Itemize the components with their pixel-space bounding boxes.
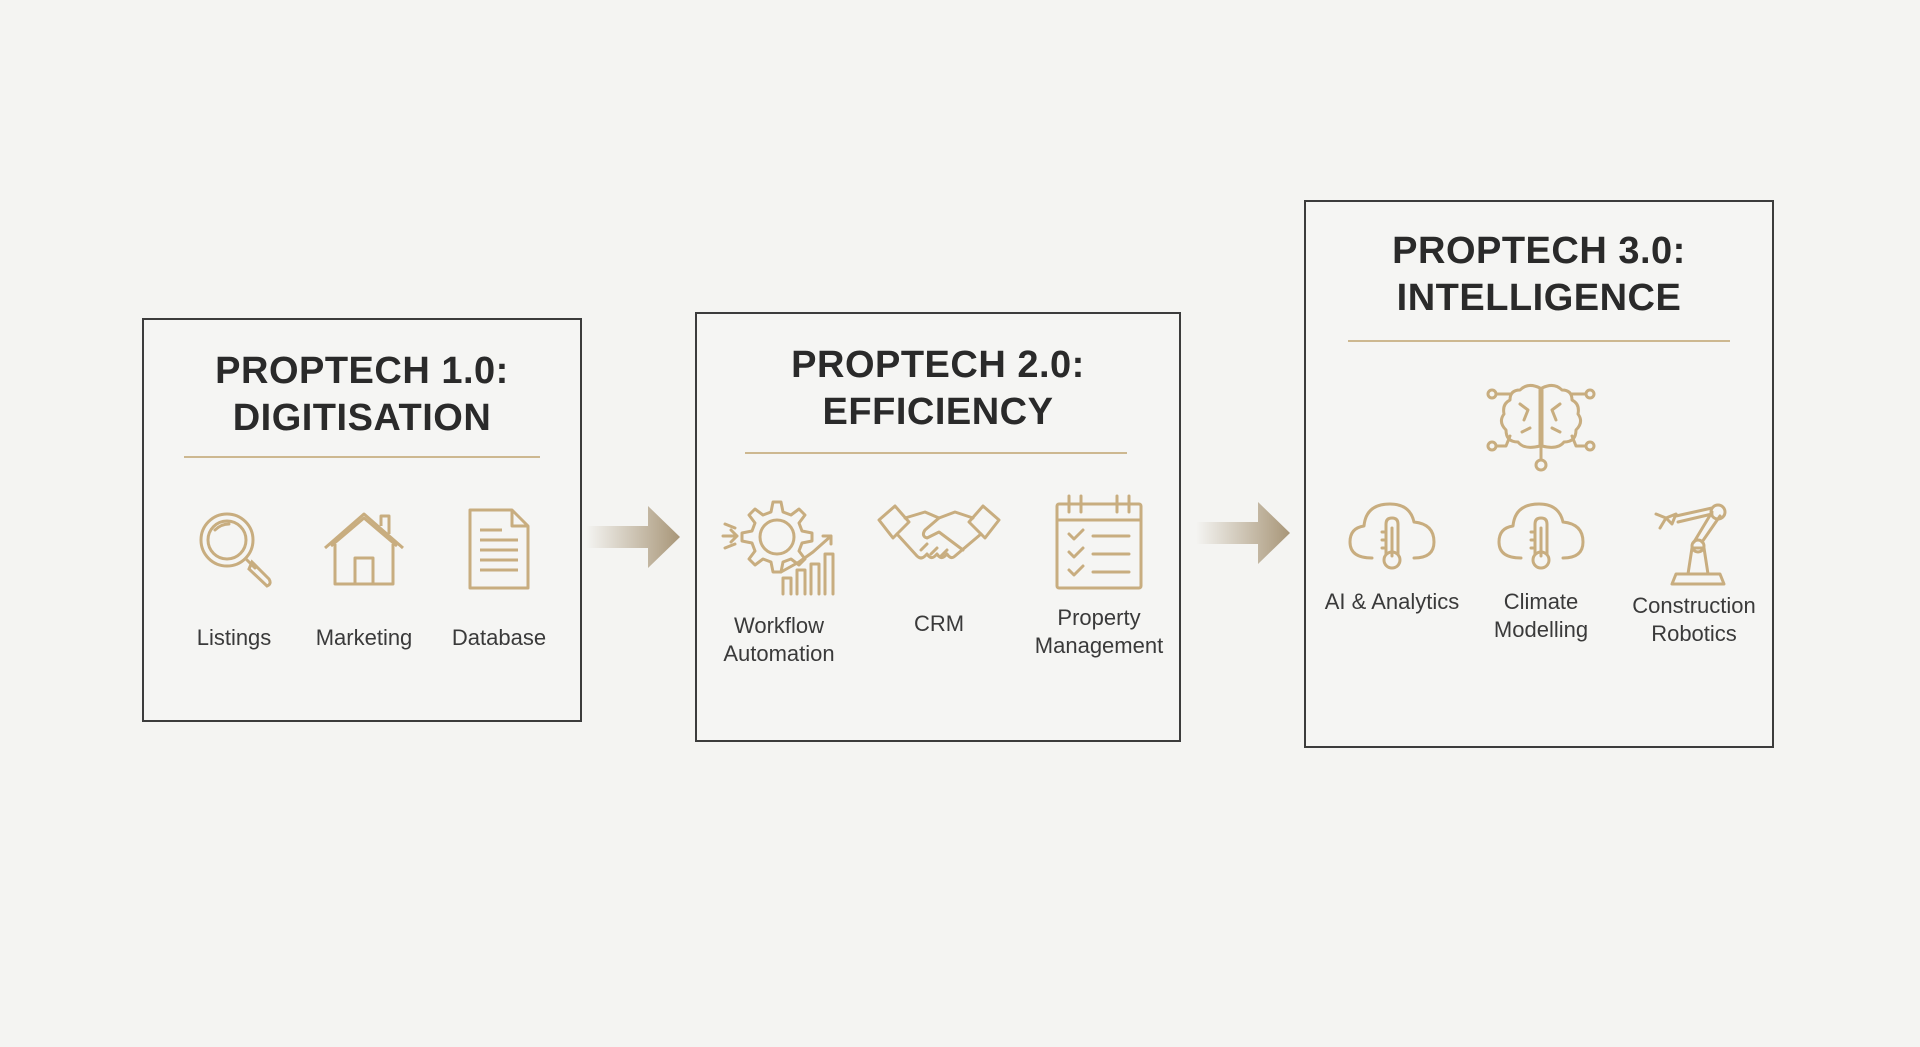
item-crm: CRM [859, 498, 1019, 638]
stage-3-title: PROPTECH 3.0: INTELLIGENCE [1306, 228, 1772, 322]
arrow-2-icon [1196, 502, 1290, 564]
stage-2-title-line1: PROPTECH 2.0: [791, 344, 1085, 386]
item-climate-modelling-label-line2: Modelling [1493, 617, 1589, 642]
item-construction-robotics: Construction Robotics [1614, 502, 1774, 648]
item-construction-robotics-label-line1: Construction [1632, 593, 1756, 618]
stage-2-title: PROPTECH 2.0: EFFICIENCY [697, 342, 1179, 436]
item-crm-label: CRM [913, 611, 965, 636]
stage-3-title-line2: INTELLIGENCE [1396, 277, 1682, 319]
stage-1-title-line1: PROPTECH 1.0: [215, 350, 509, 392]
item-workflow-automation-label: Workflow Automation [699, 612, 859, 668]
robot-arm-icon [1654, 503, 1727, 586]
cloud-thermometer-icon [1348, 502, 1436, 570]
item-workflow-automation: Workflow Automation [699, 494, 859, 668]
item-property-management-label-line1: Property [1057, 605, 1141, 630]
item-workflow-automation-label-line2: Automation [723, 641, 835, 666]
item-ai-analytics-label: AI & Analytics [1324, 589, 1460, 614]
arrow-1-icon [586, 506, 680, 568]
item-construction-robotics-label-line2: Robotics [1651, 621, 1737, 646]
stage-1-title-line2: DIGITISATION [232, 397, 492, 439]
stage-1-box: PROPTECH 1.0: DIGITISATION Listings M [142, 318, 582, 722]
stage-3-box: PROPTECH 3.0: INTELLIGENCE AI & Analytic… [1304, 200, 1774, 748]
brain-network-icon [1486, 383, 1596, 472]
item-marketing: Marketing [284, 504, 444, 652]
gear-chart-icon [721, 500, 835, 596]
item-database-label: Database [451, 625, 547, 650]
item-marketing-label: Marketing [315, 625, 413, 650]
item-workflow-automation-label-line1: Workflow [733, 613, 825, 638]
stage-1-title: PROPTECH 1.0: DIGITISATION [144, 348, 580, 442]
item-property-management: Property Management [1019, 492, 1179, 660]
item-climate-modelling-label-line1: Climate [1503, 589, 1579, 614]
item-property-management-label-line2: Management [1034, 633, 1164, 658]
item-ai-analytics: AI & Analytics [1312, 498, 1472, 616]
item-listings: Listings [154, 504, 314, 652]
stage-3-divider [1348, 340, 1730, 342]
item-property-management-label: Property Management [1019, 604, 1179, 660]
house-icon [324, 512, 404, 586]
stage-3-title-line1: PROPTECH 3.0: [1392, 230, 1686, 272]
cloud-thermometer-icon [1497, 502, 1585, 570]
document-icon [468, 508, 530, 590]
item-construction-robotics-label: Construction Robotics [1614, 592, 1774, 648]
magnifier-icon [199, 512, 272, 588]
item-climate-modelling: Climate Modelling [1461, 498, 1621, 644]
stage-2-title-line2: EFFICIENCY [822, 391, 1054, 433]
item-climate-modelling-label: Climate Modelling [1461, 588, 1621, 644]
stage-1-divider [184, 456, 540, 458]
item-database: Database [419, 504, 579, 652]
stage-2-box: PROPTECH 2.0: EFFICIENCY Workflow Automa… [695, 312, 1181, 742]
stage-2-divider [745, 452, 1127, 454]
checklist-calendar-icon [1055, 494, 1143, 590]
handshake-icon [877, 504, 1001, 560]
item-listings-label: Listings [196, 625, 272, 650]
